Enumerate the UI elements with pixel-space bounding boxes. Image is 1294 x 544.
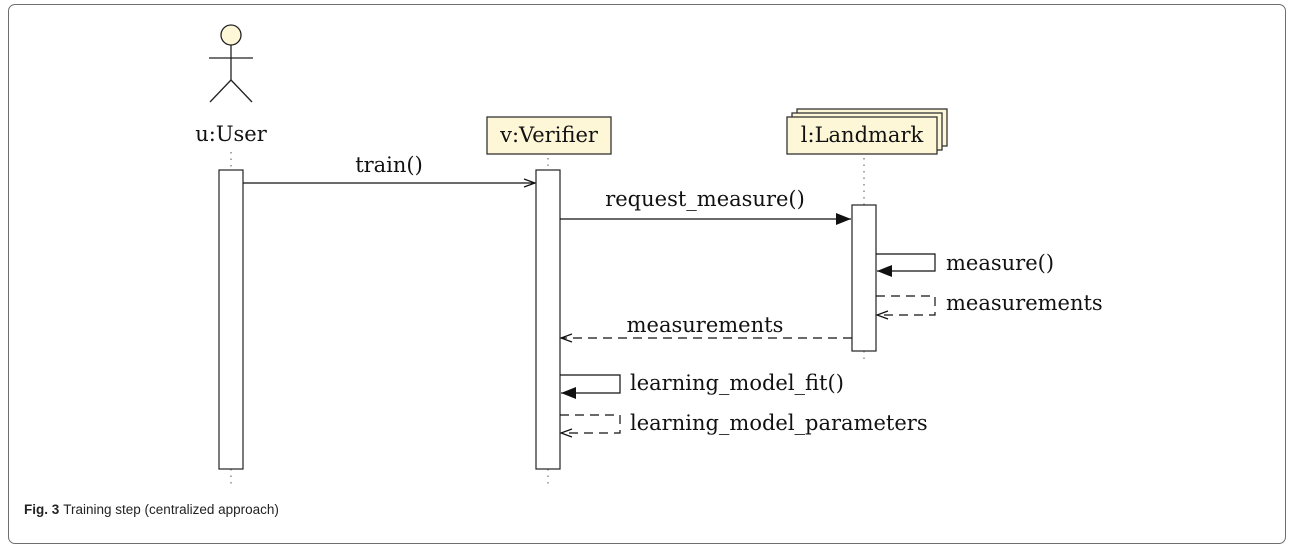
learning-model-parameters-arrow [559,414,621,438]
verifier-activation-bar [535,169,561,470]
participant-user-label: u:User [195,122,268,146]
participant-landmark-box [786,108,948,155]
measurements-self-return-label: measurements [946,291,1103,315]
measure-self-call-label: measure() [946,251,1054,275]
participant-landmark-label: l:Landmark [801,123,924,147]
measurements-return-label: measurements [627,313,784,337]
participant-verifier-box [486,116,612,155]
user-activation-bar [218,169,244,470]
figure-caption-text: Training step (centralized approach) [63,502,279,517]
figure-number: Fig. 3 [24,502,60,517]
measure-self-call-arrow [876,253,936,277]
request-measure-label: request_measure() [605,187,805,211]
learning-model-fit-label: learning_model_fit() [630,371,844,395]
sequence-diagram: u:User v:Verifier l:Landmark train() req… [195,24,1103,484]
landmark-activation-bar [851,204,877,352]
learning-model-parameters-label: learning_model_parameters [630,411,928,435]
participant-verifier-label: v:Verifier [499,123,599,147]
user-actor-icon [209,24,253,103]
measurements-self-return-arrow [875,295,936,320]
train-message-label: train() [355,153,423,177]
learning-model-fit-arrow [560,374,621,399]
